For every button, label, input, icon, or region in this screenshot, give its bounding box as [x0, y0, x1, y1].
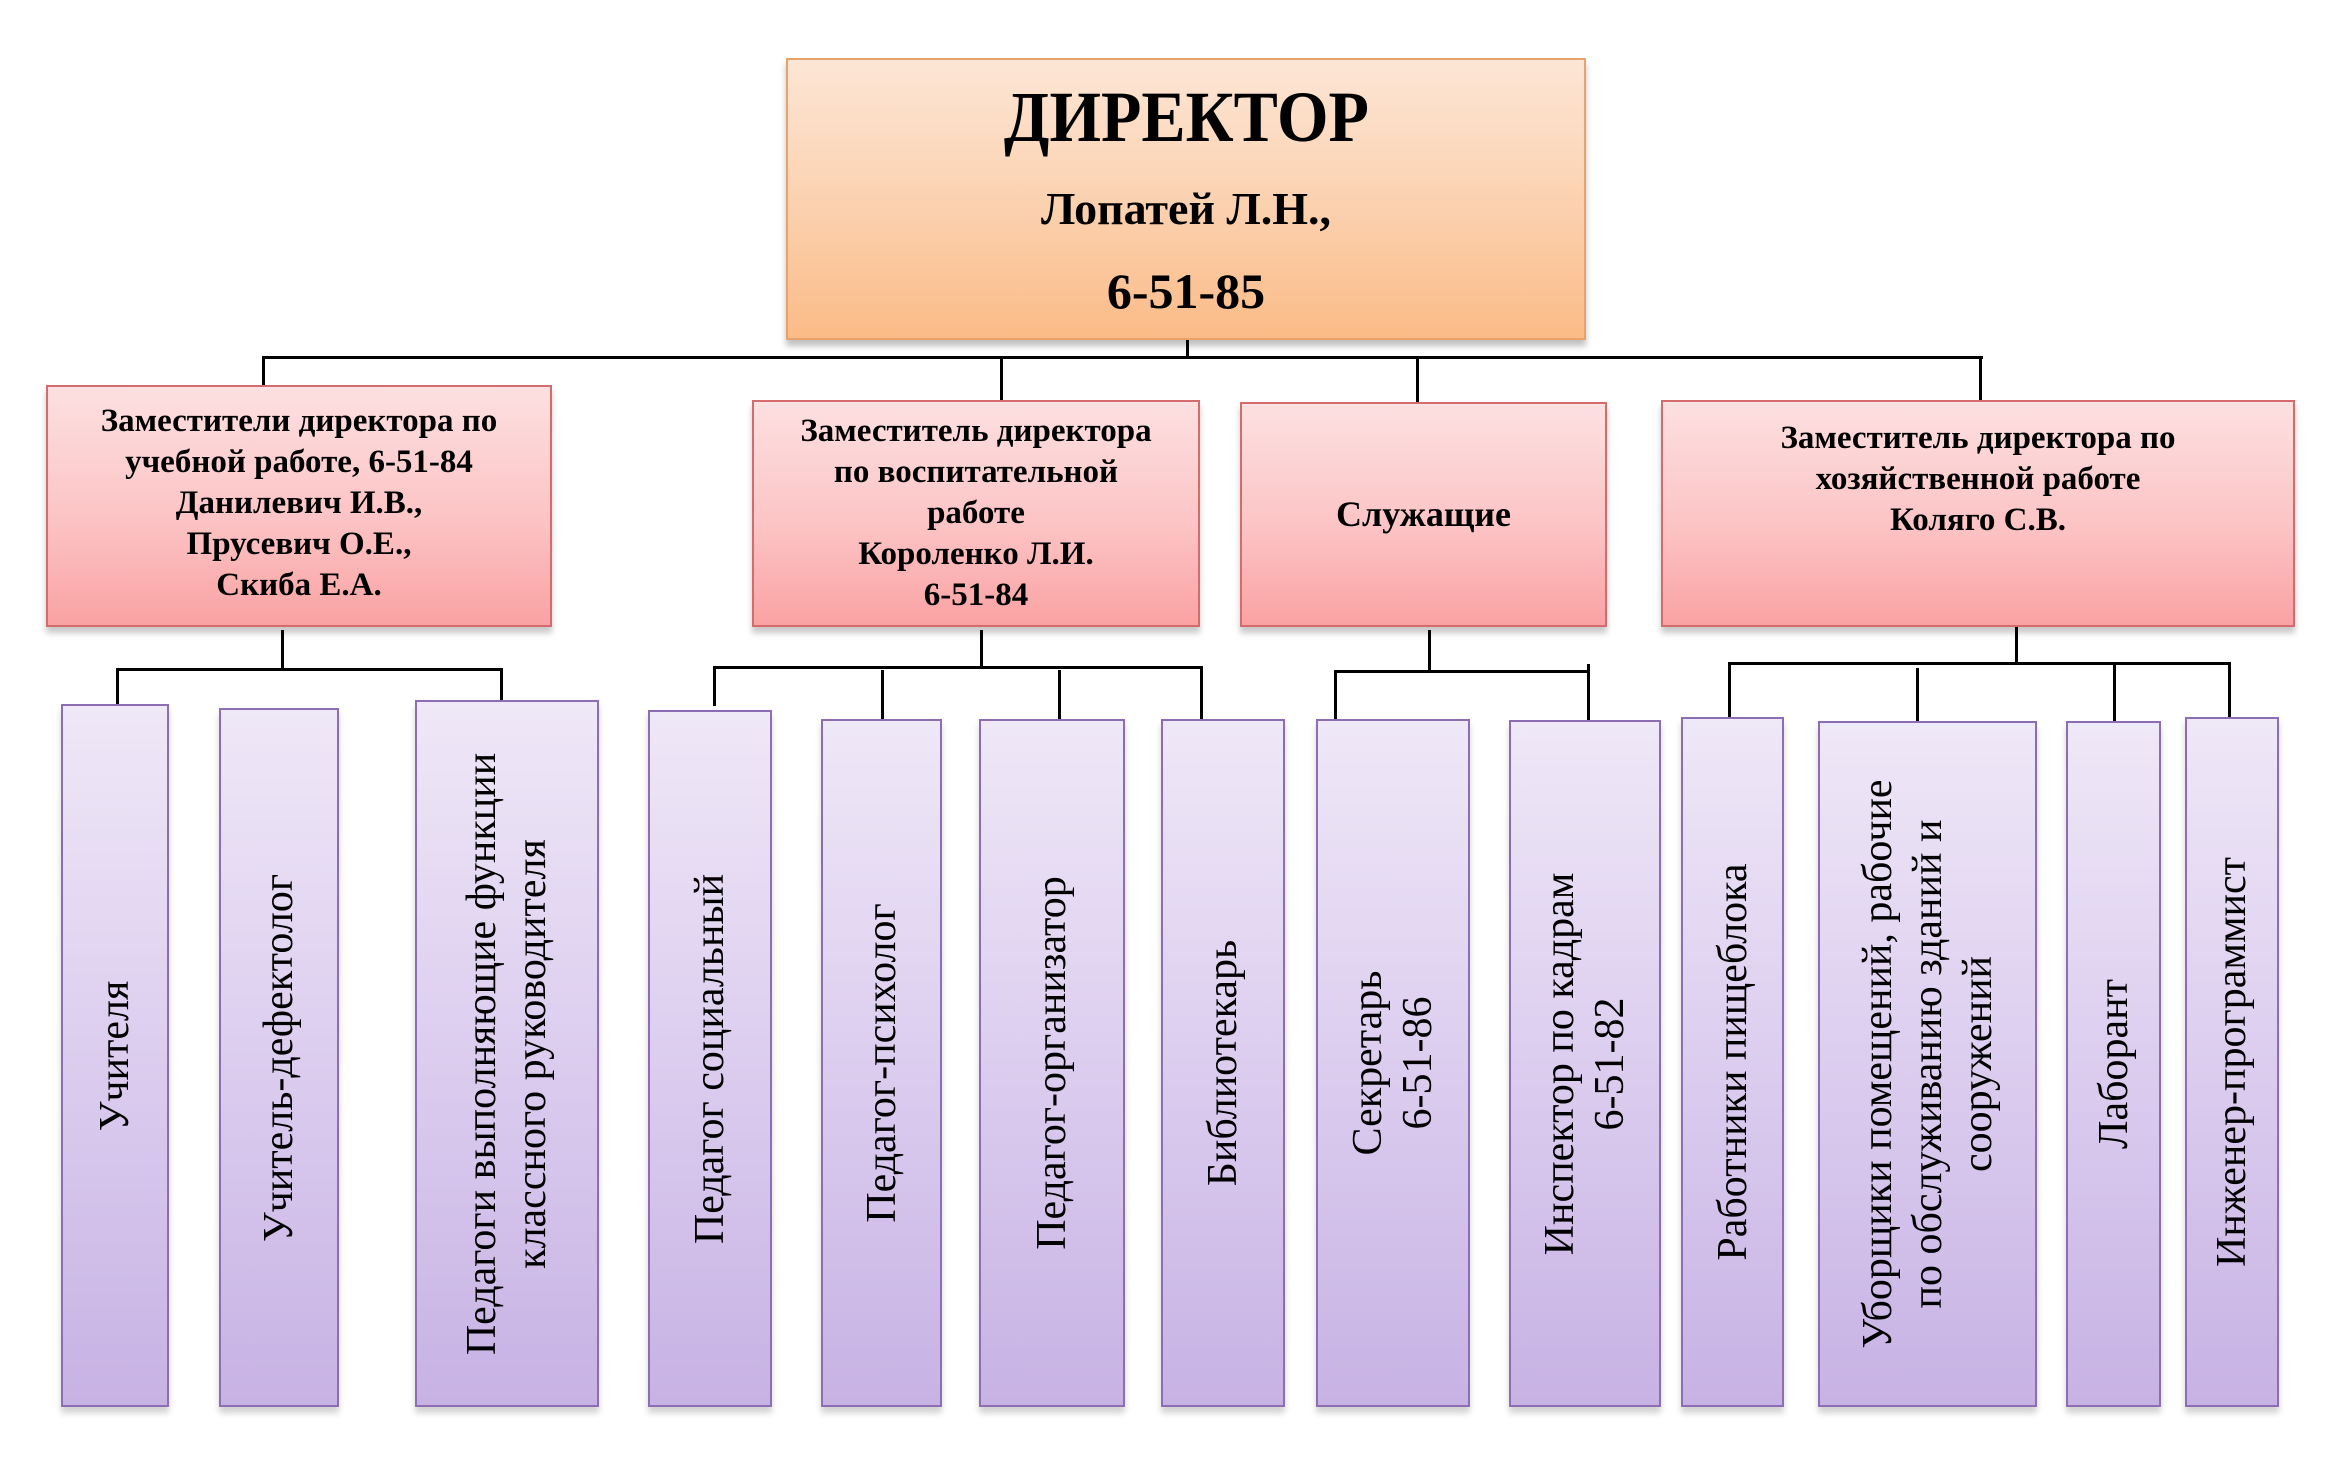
department-academic: Заместители директора по учебной работе,… [46, 385, 552, 627]
connector-group2-stub [1428, 630, 1431, 672]
department-line: учебной работе, 6-51-84 [125, 444, 473, 480]
position-label: Учитель-дефектолог [256, 873, 302, 1242]
department-line: 6-51-84 [923, 577, 1029, 613]
connector-dept-2 [1416, 356, 1419, 403]
department-economic: Заместитель директора по хозяйственной р… [1661, 400, 2295, 627]
position-label: Педагог-психолог [858, 903, 905, 1223]
connector-leaf-1-3 [1200, 668, 1203, 719]
position-label: Библиотекарь [1200, 939, 1246, 1187]
position-defectologist: Учитель-дефектолог [219, 708, 339, 1407]
position-lab-assistant: Лаборант [2066, 721, 2161, 1407]
connector-group3-bus [1728, 662, 2231, 665]
position-label: Педагог социальный [687, 873, 733, 1244]
department-line: Скиба Е.А. [216, 567, 382, 603]
director-phone: 6-51-85 [1106, 263, 1266, 319]
connector-leaf-0-0 [116, 668, 119, 704]
connector-leaf-3-3 [2228, 662, 2231, 718]
connector-group0-stub [281, 630, 284, 670]
position-organizer: Педагог-организатор [979, 719, 1125, 1407]
position-teachers: Учителя [61, 704, 169, 1407]
position-librarian: Библиотекарь [1161, 719, 1285, 1407]
connector-dept-0 [262, 356, 265, 386]
department-line: Служащие [1336, 494, 1511, 534]
position-label: Инженер-программист [2209, 857, 2255, 1267]
position-label: Уборщики помещений, рабочие [1854, 779, 1901, 1349]
connector-director-stub [1186, 340, 1189, 358]
position-software-engineer: Инженер-программист [2185, 717, 2279, 1407]
connector-group3-stub [2015, 627, 2018, 665]
connector-leaf-1-1 [881, 670, 884, 719]
connector-group2-bus [1334, 670, 1588, 673]
position-label: Педагоги выполняющие функции [459, 752, 505, 1355]
connector-leaf-3-2 [2113, 662, 2116, 721]
connector-dept-3 [1979, 356, 1982, 401]
department-line: работе [927, 495, 1025, 531]
director-box: ДИРЕКТОР Лопатей Л.Н., 6-51-85 [786, 58, 1586, 340]
department-line: Короленко Л.И. [858, 536, 1094, 572]
director-name: Лопатей Л.Н., [1040, 183, 1331, 234]
position-secretary: Секретарь 6-51-86 [1316, 719, 1470, 1407]
connector-leaf-2-1 [1587, 664, 1590, 720]
department-line: по воспитательной [833, 454, 1119, 490]
position-cleaners: Уборщики помещений, рабочие по обслужива… [1818, 721, 2037, 1407]
position-phone: 6-51-86 [1395, 996, 1441, 1130]
connector-leaf-2-0 [1334, 670, 1337, 720]
department-line: Заместители директора по [100, 403, 498, 439]
department-educational: Заместитель директора по воспитательной … [752, 400, 1200, 627]
department-employees: Служащие [1240, 402, 1607, 627]
position-class-teachers: Педагоги выполняющие функции классного р… [415, 700, 599, 1407]
position-label: классного руководителя [509, 838, 555, 1269]
position-label: Работники пищеблока [1709, 863, 1756, 1261]
position-label: Педагог-организатор [1029, 876, 1075, 1250]
position-label: по обслуживанию зданий и [1904, 819, 1951, 1309]
connector-leaf-3-0 [1728, 662, 1731, 718]
department-line: Коляго С.В. [1890, 502, 2066, 538]
position-label: Секретарь [1345, 970, 1391, 1156]
position-label: сооружений [1954, 955, 2001, 1173]
department-line: хозяйственной работе [1815, 461, 2141, 497]
connector-leaf-0-2 [500, 668, 503, 700]
position-label: Инспектор по кадрам [1537, 872, 1583, 1255]
department-line: Заместитель директора [800, 413, 1152, 449]
connector-group0-bus [116, 668, 503, 671]
connector-leaf-1-2 [1058, 670, 1061, 719]
director-title: ДИРЕКТОР [1003, 77, 1369, 157]
position-psychologist: Педагог-психолог [821, 719, 942, 1407]
department-line: Данилевич И.В., [175, 485, 423, 521]
position-label: Лаборант [2090, 979, 2137, 1149]
department-line: Заместитель директора по [1780, 420, 2176, 456]
connector-leaf-3-1 [1916, 668, 1919, 721]
connector-leaf-1-0 [713, 666, 716, 706]
position-hr-inspector: Инспектор по кадрам 6-51-82 [1509, 720, 1661, 1407]
connector-dept-1 [1000, 356, 1003, 401]
connector-group1-bus [713, 666, 1203, 669]
position-canteen-workers: Работники пищеблока [1681, 717, 1784, 1407]
position-label: Учителя [92, 980, 138, 1131]
connector-director-bus [263, 356, 1983, 359]
position-social-pedagogue: Педагог социальный [648, 710, 772, 1407]
position-phone: 6-51-82 [1587, 997, 1633, 1130]
department-line: Прусевич О.Е., [186, 526, 412, 562]
connector-group1-stub [980, 630, 983, 668]
